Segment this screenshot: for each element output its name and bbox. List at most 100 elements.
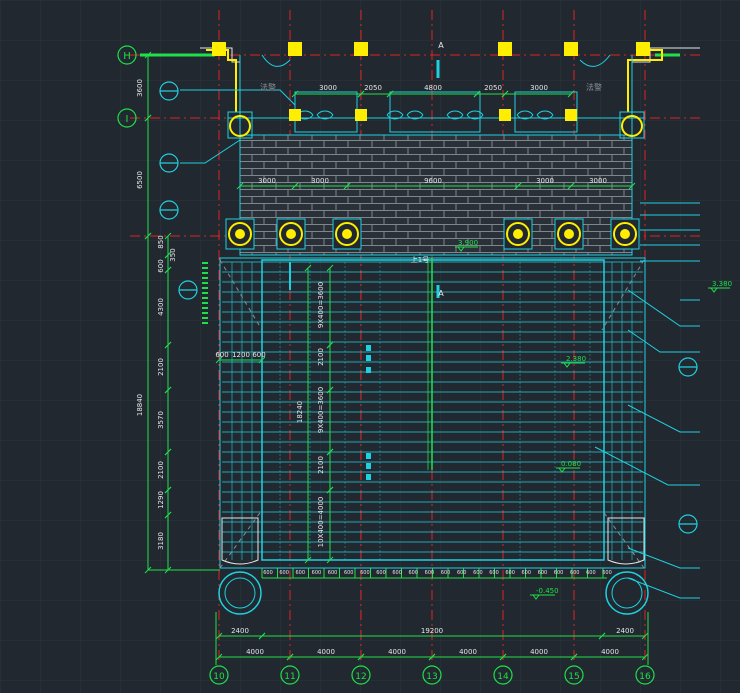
top-wall: [140, 47, 700, 118]
dim-tick: [164, 511, 172, 519]
left-stair-tick: [202, 317, 208, 319]
dim-bay-1: 4000: [246, 648, 264, 656]
left-stair-tick: [202, 287, 208, 289]
tread-dim-text: 600: [392, 570, 402, 576]
dim-tick: [570, 653, 578, 661]
round-column: [279, 222, 303, 246]
dim-left-6500: 6500: [136, 171, 144, 189]
tread-dim-text: 600: [409, 570, 419, 576]
dim-tick: [144, 232, 152, 240]
column-square: [355, 109, 367, 121]
dim-tick: [258, 632, 266, 640]
column-square: [564, 42, 578, 56]
dim-tick: [326, 264, 334, 272]
dimension-lines: [144, 51, 649, 665]
round-column: [557, 222, 581, 246]
dim-bay-3: 4000: [388, 648, 406, 656]
tread-dim-text: 600: [425, 570, 435, 576]
dim-tick: [291, 182, 299, 190]
axis-label: 13: [426, 672, 437, 682]
landing-markers: [366, 345, 371, 480]
dim-tick: [428, 653, 436, 661]
door-swing: [536, 110, 554, 116]
axis-label: 14: [497, 672, 509, 682]
left-stair-tick: [202, 267, 208, 269]
left-stair-tick: [202, 292, 208, 294]
axis-bubble: [280, 665, 300, 685]
tread-dim-text: 600: [328, 570, 338, 576]
door-swing: [466, 114, 484, 120]
tread-dim-text: 600: [312, 570, 322, 576]
level-3900: 3.900: [458, 239, 478, 247]
column-square: [636, 42, 650, 56]
dim-tick: [144, 51, 152, 59]
tread-dim-text: 600: [554, 570, 564, 576]
level-0080: 0.080: [561, 460, 581, 468]
axis-label-I: I: [126, 114, 129, 125]
dim-tick: [567, 90, 575, 98]
dim-tick: [357, 90, 365, 98]
tread-dim-text: 600: [296, 570, 306, 576]
door-swing: [386, 110, 404, 116]
dim-bay-5: 4000: [530, 648, 548, 656]
axis-bubble: [209, 665, 229, 685]
dim-bay-2: 4000: [317, 648, 335, 656]
tread-dimension-text: 600 600 600 600 600 600 600 600 600 600 600 600 600 6…: [263, 570, 612, 576]
dimension-text-left: 3600 18840 6500 850 350 600 4300 2100 35…: [136, 79, 325, 550]
dim-left-600: 600: [157, 259, 165, 272]
dim-tick: [164, 448, 172, 456]
tread-dim-text: 600: [457, 570, 467, 576]
tread-dim-text: 600: [279, 570, 289, 576]
lower-niches: [218, 517, 649, 615]
door-swing: [316, 114, 334, 120]
dim-tick: [286, 653, 294, 661]
dim-bay-4: 4000: [459, 648, 477, 656]
axis-label: 10: [213, 672, 225, 682]
round-column-core: [286, 229, 296, 239]
column-square: [289, 109, 301, 121]
column-square: [288, 42, 302, 56]
round-column-core: [620, 229, 630, 239]
tread-dim-text: 600: [538, 570, 548, 576]
dim-center-18240: 18240: [296, 401, 304, 423]
left-stair-tick: [202, 312, 208, 314]
left-stair-tick: [202, 277, 208, 279]
corner-columns: [227, 111, 645, 139]
tread-dim-text: 600: [522, 570, 532, 576]
room-label-right: 法警: [586, 82, 602, 92]
tread-dim-text: 600: [505, 570, 515, 576]
axis-bubble: [422, 665, 442, 685]
dim-row2-5: 3000: [589, 177, 607, 185]
left-stair-tick: [202, 307, 208, 309]
dim-tick: [215, 356, 223, 364]
door-swing: [446, 110, 464, 116]
stair-run-2: 2100: [317, 456, 325, 474]
dim-tick: [641, 653, 649, 661]
axis-label-H: H: [123, 51, 131, 62]
dim-tick: [326, 448, 334, 456]
dim-tick: [258, 356, 266, 364]
tread-dim-text: 600: [570, 570, 580, 576]
left-stair-tick: [202, 302, 208, 304]
dim-top-2: 2050: [364, 84, 382, 92]
dim-tick: [514, 182, 522, 190]
tread-dim-text: 600: [602, 570, 612, 576]
round-column: [613, 222, 637, 246]
dim-bottom-middle: 19200: [421, 627, 443, 635]
dim-top-3: 4800: [424, 84, 442, 92]
dim-tick: [291, 90, 299, 98]
dim-row2-2: 3000: [311, 177, 329, 185]
dim-row2-1: 3000: [258, 177, 276, 185]
dim-left-350: 350: [169, 248, 177, 261]
left-stair-tick: [202, 282, 208, 284]
leader-lines: [180, 89, 700, 599]
dim-left-2100b: 2100: [157, 461, 165, 479]
round-column-core: [342, 229, 352, 239]
dim-tick: [598, 632, 606, 640]
dim-left-850: 850: [157, 235, 165, 248]
top-columns: [212, 42, 650, 121]
upper-level-label: 上1号: [411, 255, 429, 264]
dim-tick: [326, 341, 334, 349]
left-stair-tick: [202, 262, 208, 264]
